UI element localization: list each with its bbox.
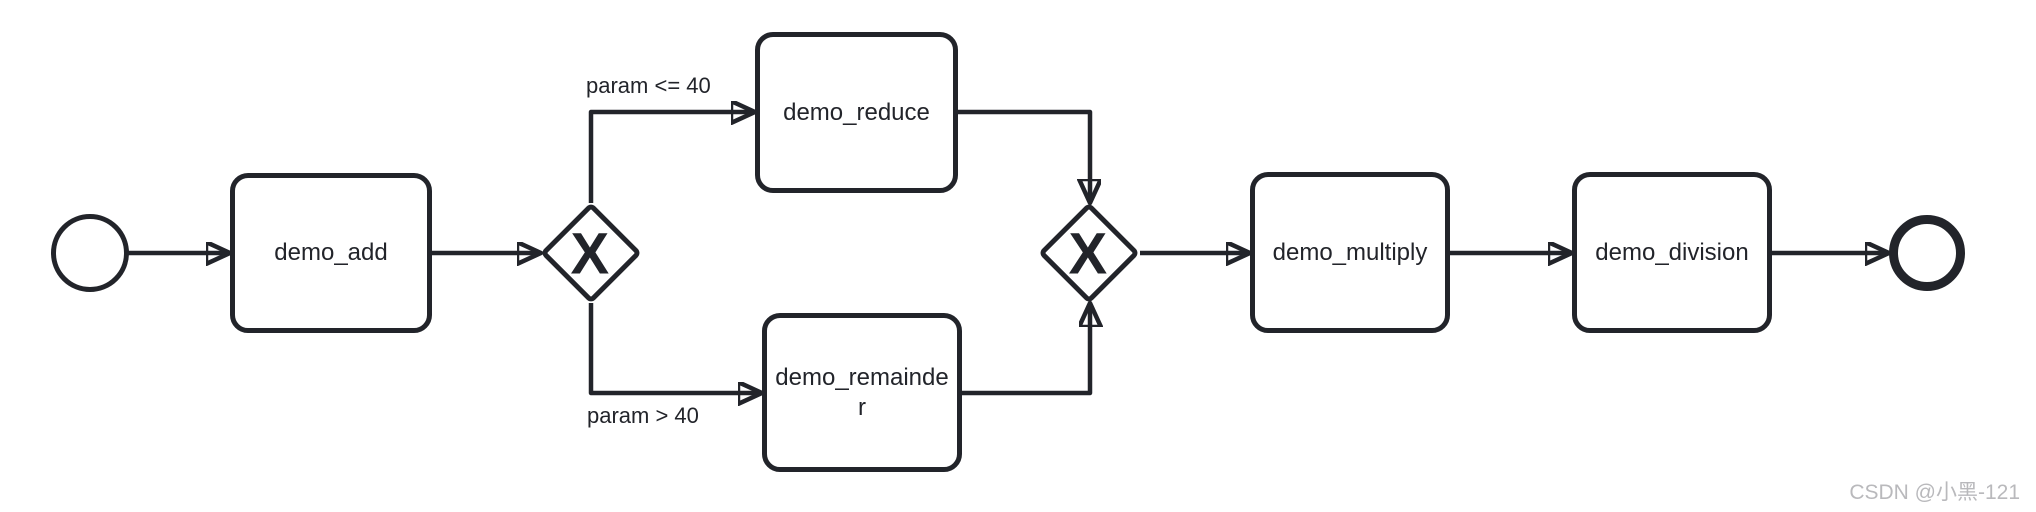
task-label: demo_add — [274, 239, 388, 266]
start-event — [51, 214, 129, 292]
task-label: demo_multiply — [1272, 238, 1428, 266]
gateway-x-marker: X — [1068, 221, 1107, 287]
task-label: demo_reduce — [783, 98, 930, 126]
task-label: demo_remainder — [775, 363, 949, 421]
task-demo-division: demo_division — [1572, 172, 1772, 333]
flow-demo-remainder-to-join — [962, 303, 1090, 396]
flow-gateway-to-demo-reduce — [588, 112, 755, 203]
flow-condition-label-bottom: param > 40 — [587, 403, 699, 428]
task-demo-multiply: demo_multiply — [1250, 172, 1450, 333]
flow-demo-reduce-to-join — [958, 109, 1090, 203]
task-demo-remainder: demo_remainder — [762, 313, 962, 472]
watermark: CSDN @小黑-121 — [1849, 481, 2020, 504]
end-event — [1889, 215, 1965, 291]
flow-gateway-to-demo-remainder — [588, 303, 762, 393]
task-demo-add: demo_add — [230, 173, 432, 333]
task-demo-reduce: demo_reduce — [755, 32, 958, 193]
gateway-x-marker: X — [570, 221, 609, 287]
task-label: demo_division — [1595, 238, 1749, 266]
flow-condition-label-top: param <= 40 — [586, 73, 711, 98]
